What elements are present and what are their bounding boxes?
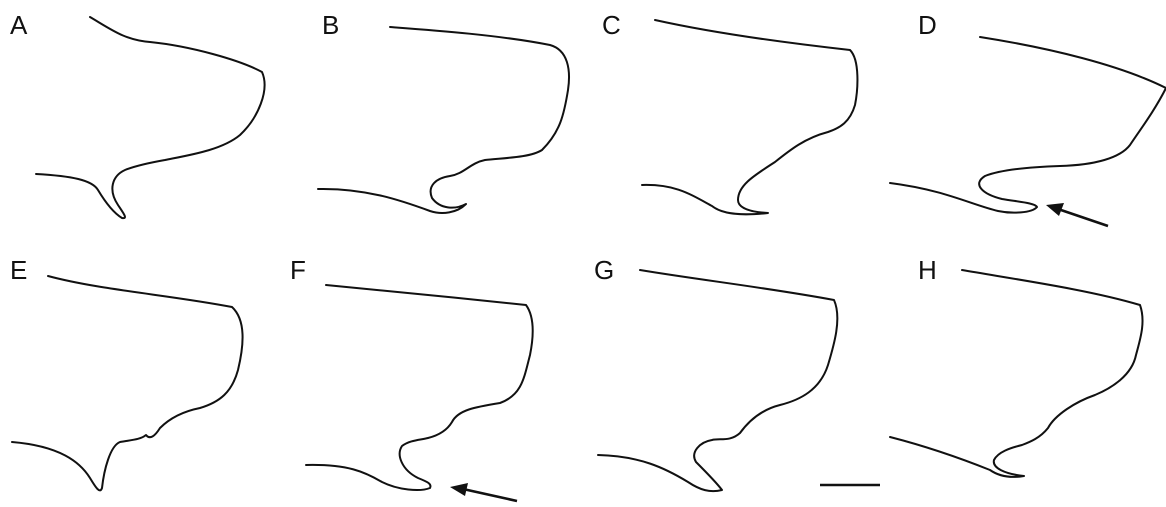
panel-a: A [10, 10, 266, 220]
arrow-d [1046, 203, 1109, 228]
arrow-f [450, 483, 518, 503]
panel-label-b: B [322, 10, 339, 40]
outline-d [889, 36, 1166, 214]
outline-f [305, 284, 534, 491]
panel-d: D [889, 10, 1166, 228]
panel-g: G [594, 255, 839, 493]
panel-label-h: H [918, 255, 937, 285]
panel-f: F [290, 255, 534, 503]
outline-g [597, 269, 839, 493]
panel-label-a: A [10, 10, 28, 40]
panel-label-d: D [918, 10, 937, 40]
panel-label-f: F [290, 255, 306, 285]
panel-c: C [602, 10, 859, 216]
outline-e [11, 275, 244, 492]
panel-label-e: E [10, 255, 27, 285]
outline-c [641, 19, 859, 216]
panel-label-c: C [602, 10, 621, 40]
panel-label-g: G [594, 255, 614, 285]
panel-h: H [889, 255, 1144, 478]
outline-h [889, 269, 1144, 478]
outline-b [317, 26, 570, 214]
outline-a [35, 16, 266, 220]
panel-b: B [317, 10, 570, 214]
panel-e: E [10, 255, 244, 492]
